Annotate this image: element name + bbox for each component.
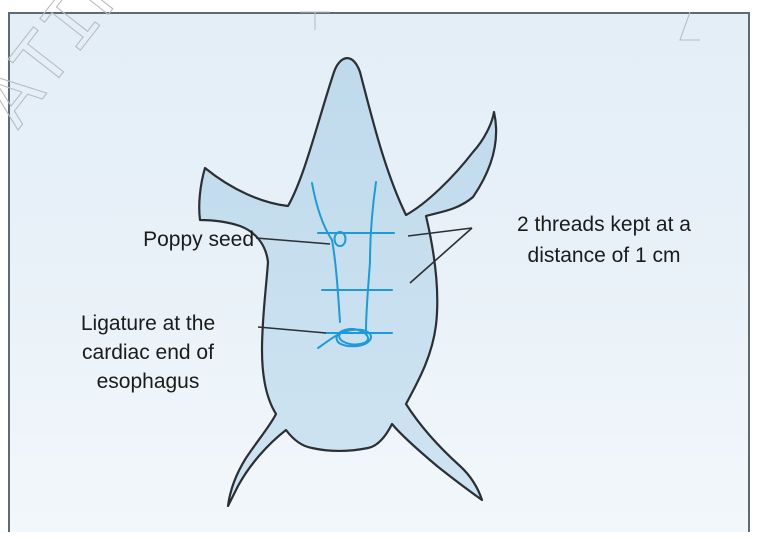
label-ligature-line2: cardiac end of <box>82 341 214 364</box>
label-threads-line2: distance of 1 cm <box>528 244 681 267</box>
label-ligature-line3: esophagus <box>97 370 200 393</box>
watermark-text: ATIK <box>0 0 152 145</box>
label-threads-line1: 2 threads kept at a <box>517 213 691 236</box>
watermark-fragment <box>300 12 700 40</box>
label-ligature-line1: Ligature at the <box>81 312 215 335</box>
watermark: ATIK <box>0 0 152 145</box>
rat-body-outline <box>199 58 496 506</box>
label-poppy-seed: Poppy seed <box>143 228 254 251</box>
